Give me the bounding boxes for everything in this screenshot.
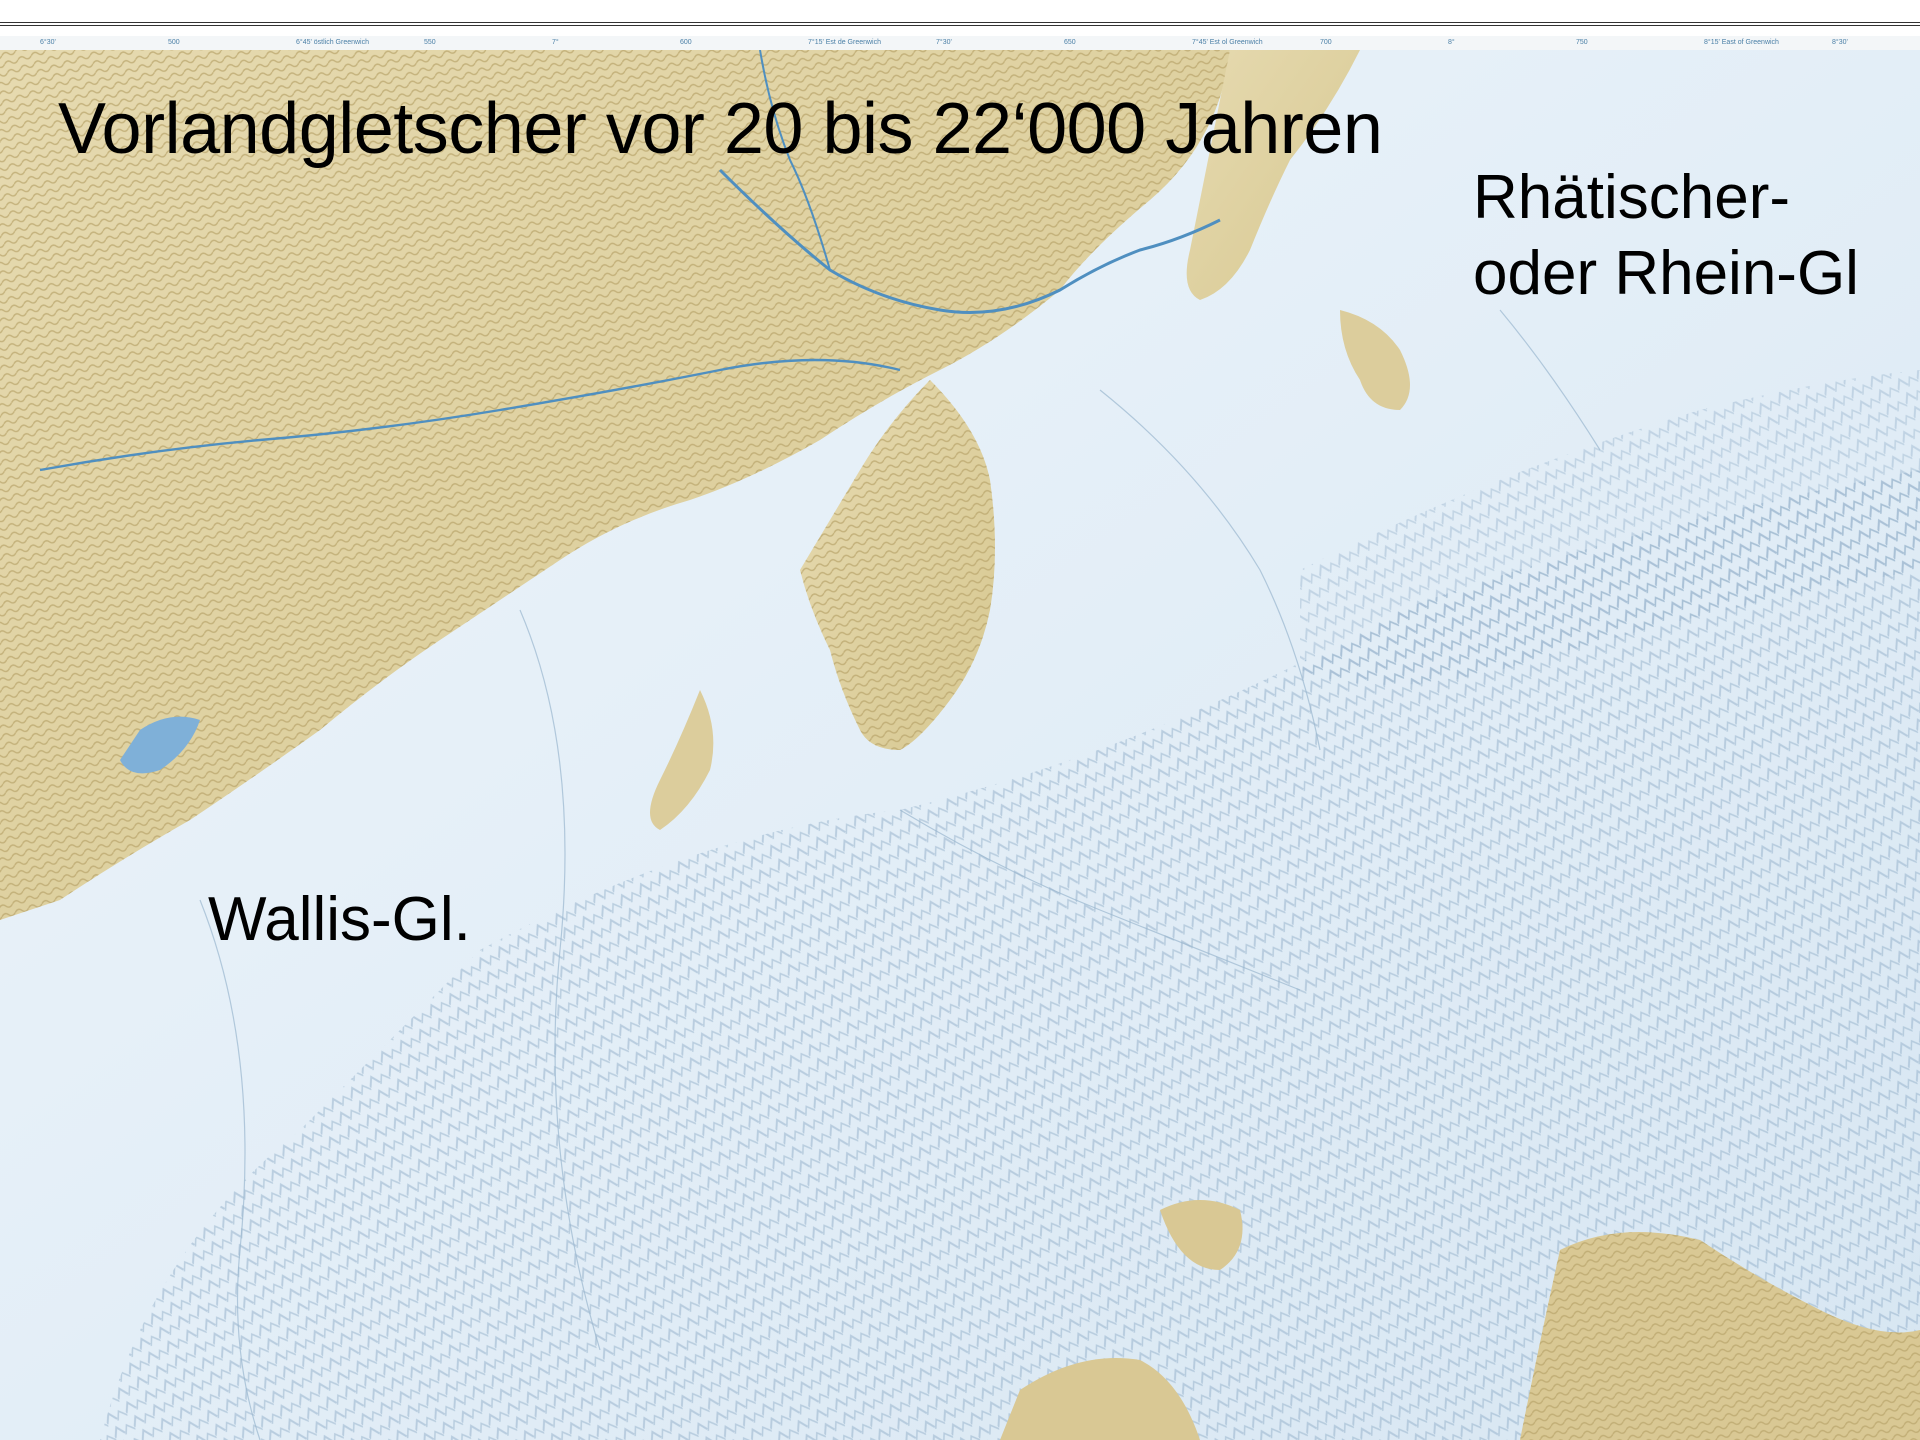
aare-river <box>39 358 901 472</box>
flow-line-5 <box>899 809 1301 991</box>
glacier-relief-map <box>0 50 1920 1440</box>
coordinate-label: 600 <box>680 39 692 46</box>
alpine-relief <box>100 470 1920 1440</box>
flow-line-4 <box>1499 309 1601 451</box>
flow-line-1 <box>519 609 601 1351</box>
coordinate-label: 650 <box>1064 39 1076 46</box>
map-canvas <box>0 50 1920 1440</box>
flow-line-2 <box>199 899 261 1440</box>
nunatak-1 <box>1340 310 1410 410</box>
coordinate-label: 550 <box>424 39 436 46</box>
map-title: Vorlandgletscher vor 20 bis 22‘000 Jahre… <box>58 89 1383 169</box>
coordinate-label: 8°30' <box>1832 39 1848 46</box>
coordinate-label: 7°15' Est de Greenwich <box>808 39 882 46</box>
wallis-glacier-label: Wallis-Gl. <box>208 885 471 954</box>
flow-line-3 <box>1099 389 1321 751</box>
rhine-glacier-label: Rhätischer- oder Rhein-Gl <box>1473 160 1859 312</box>
nunatak-2 <box>650 690 714 830</box>
coordinate-label: 7°45' Est ol Greenwich <box>1192 39 1263 46</box>
rhine-river <box>718 168 1221 314</box>
rhine-glacier-label-line2: oder Rhein-Gl <box>1473 239 1859 308</box>
coordinate-label: 6°30' <box>40 39 56 46</box>
coordinate-label: 500 <box>168 39 180 46</box>
coordinate-strip: 6°30' 500 6°45' östlich Greenwich 550 7° 600 7… <box>0 36 1920 51</box>
jura-plateau-texture <box>0 50 1230 920</box>
southern-land <box>1000 1358 1200 1440</box>
napf-texture <box>800 380 995 750</box>
coordinate-label: 8° <box>1448 39 1455 46</box>
tributary-river <box>759 50 831 271</box>
south-patch <box>1160 1200 1243 1270</box>
coordinate-label: 7° <box>552 39 559 46</box>
southeast-texture <box>1520 1232 1920 1440</box>
coordinate-label: 750 <box>1576 39 1588 46</box>
coordinate-label: 700 <box>1320 39 1332 46</box>
coordinate-label: 8°15' East of Greenwich <box>1704 39 1779 46</box>
lake <box>120 716 200 774</box>
top-border-rule <box>0 22 1920 26</box>
coordinate-label: 6°45' östlich Greenwich <box>296 39 370 46</box>
rhine-glacier-label-line1: Rhätischer- <box>1473 163 1790 232</box>
alpine-relief-upper <box>1300 370 1920 685</box>
coordinate-label: 7°30' <box>936 39 952 46</box>
northeast-land <box>1186 50 1360 300</box>
